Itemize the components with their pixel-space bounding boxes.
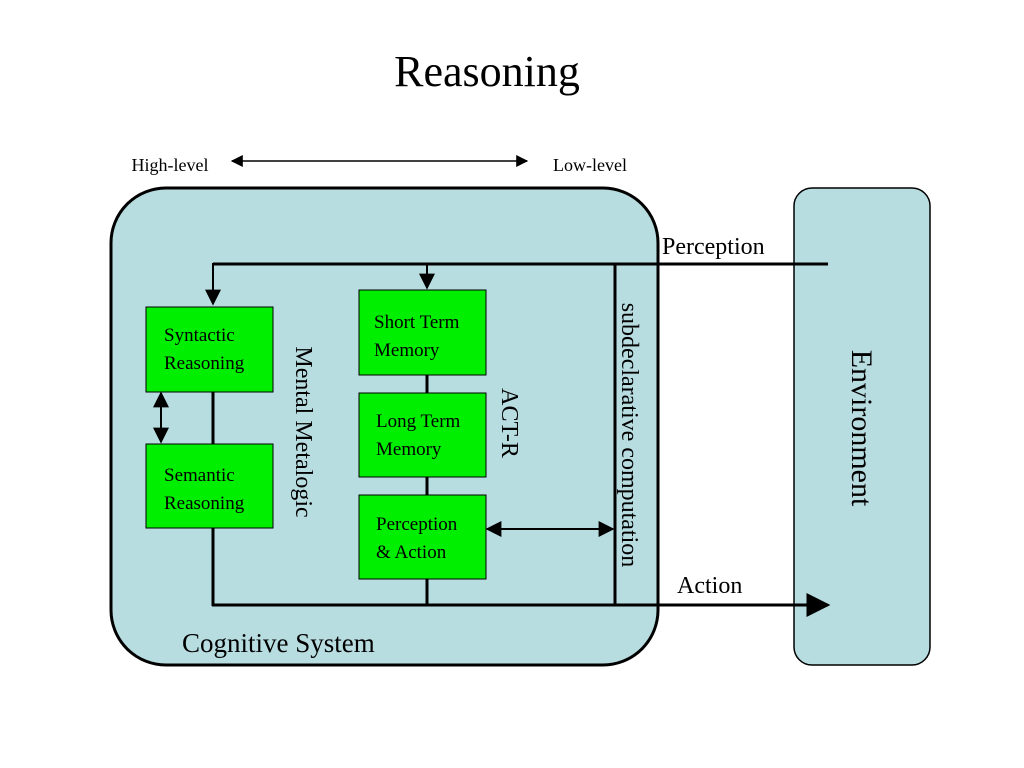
syntactic-reasoning-line-1: Syntactic (164, 325, 235, 346)
mental-metalogic-label: Mental Metalogic (290, 346, 316, 517)
cognitive-system-label: Cognitive System (182, 628, 375, 658)
short-term-memory-box (358, 289, 487, 376)
act-r-label: ACT-R (496, 388, 522, 458)
syntactic-reasoning-box (145, 306, 274, 393)
long-term-memory-line-2: Memory (376, 439, 442, 460)
subdeclarative-label: subdeclarative computation (616, 303, 642, 568)
syntactic-reasoning-line-2: Reasoning (164, 353, 245, 374)
perception-label: Perception (662, 234, 765, 260)
short-term-memory-line-2: Memory (374, 340, 440, 361)
low-level-label: Low-level (553, 155, 627, 175)
semantic-reasoning-box (145, 443, 274, 529)
perception-action-line-2: & Action (376, 542, 447, 563)
page-title: Reasoning (394, 47, 580, 96)
semantic-reasoning-line-2: Reasoning (164, 493, 245, 514)
environment-panel (793, 187, 931, 666)
short-term-memory-line-1: Short Term (374, 312, 460, 333)
environment-label: Environment (845, 350, 878, 507)
long-term-memory-box (358, 392, 487, 478)
long-term-memory-line-1: Long Term (376, 411, 461, 432)
high-level-label: High-level (132, 155, 209, 175)
perception-action-line-1: Perception (376, 514, 458, 535)
action-label: Action (677, 573, 742, 599)
perception-action-box (358, 494, 487, 580)
semantic-reasoning-line-1: Semantic (164, 465, 235, 486)
